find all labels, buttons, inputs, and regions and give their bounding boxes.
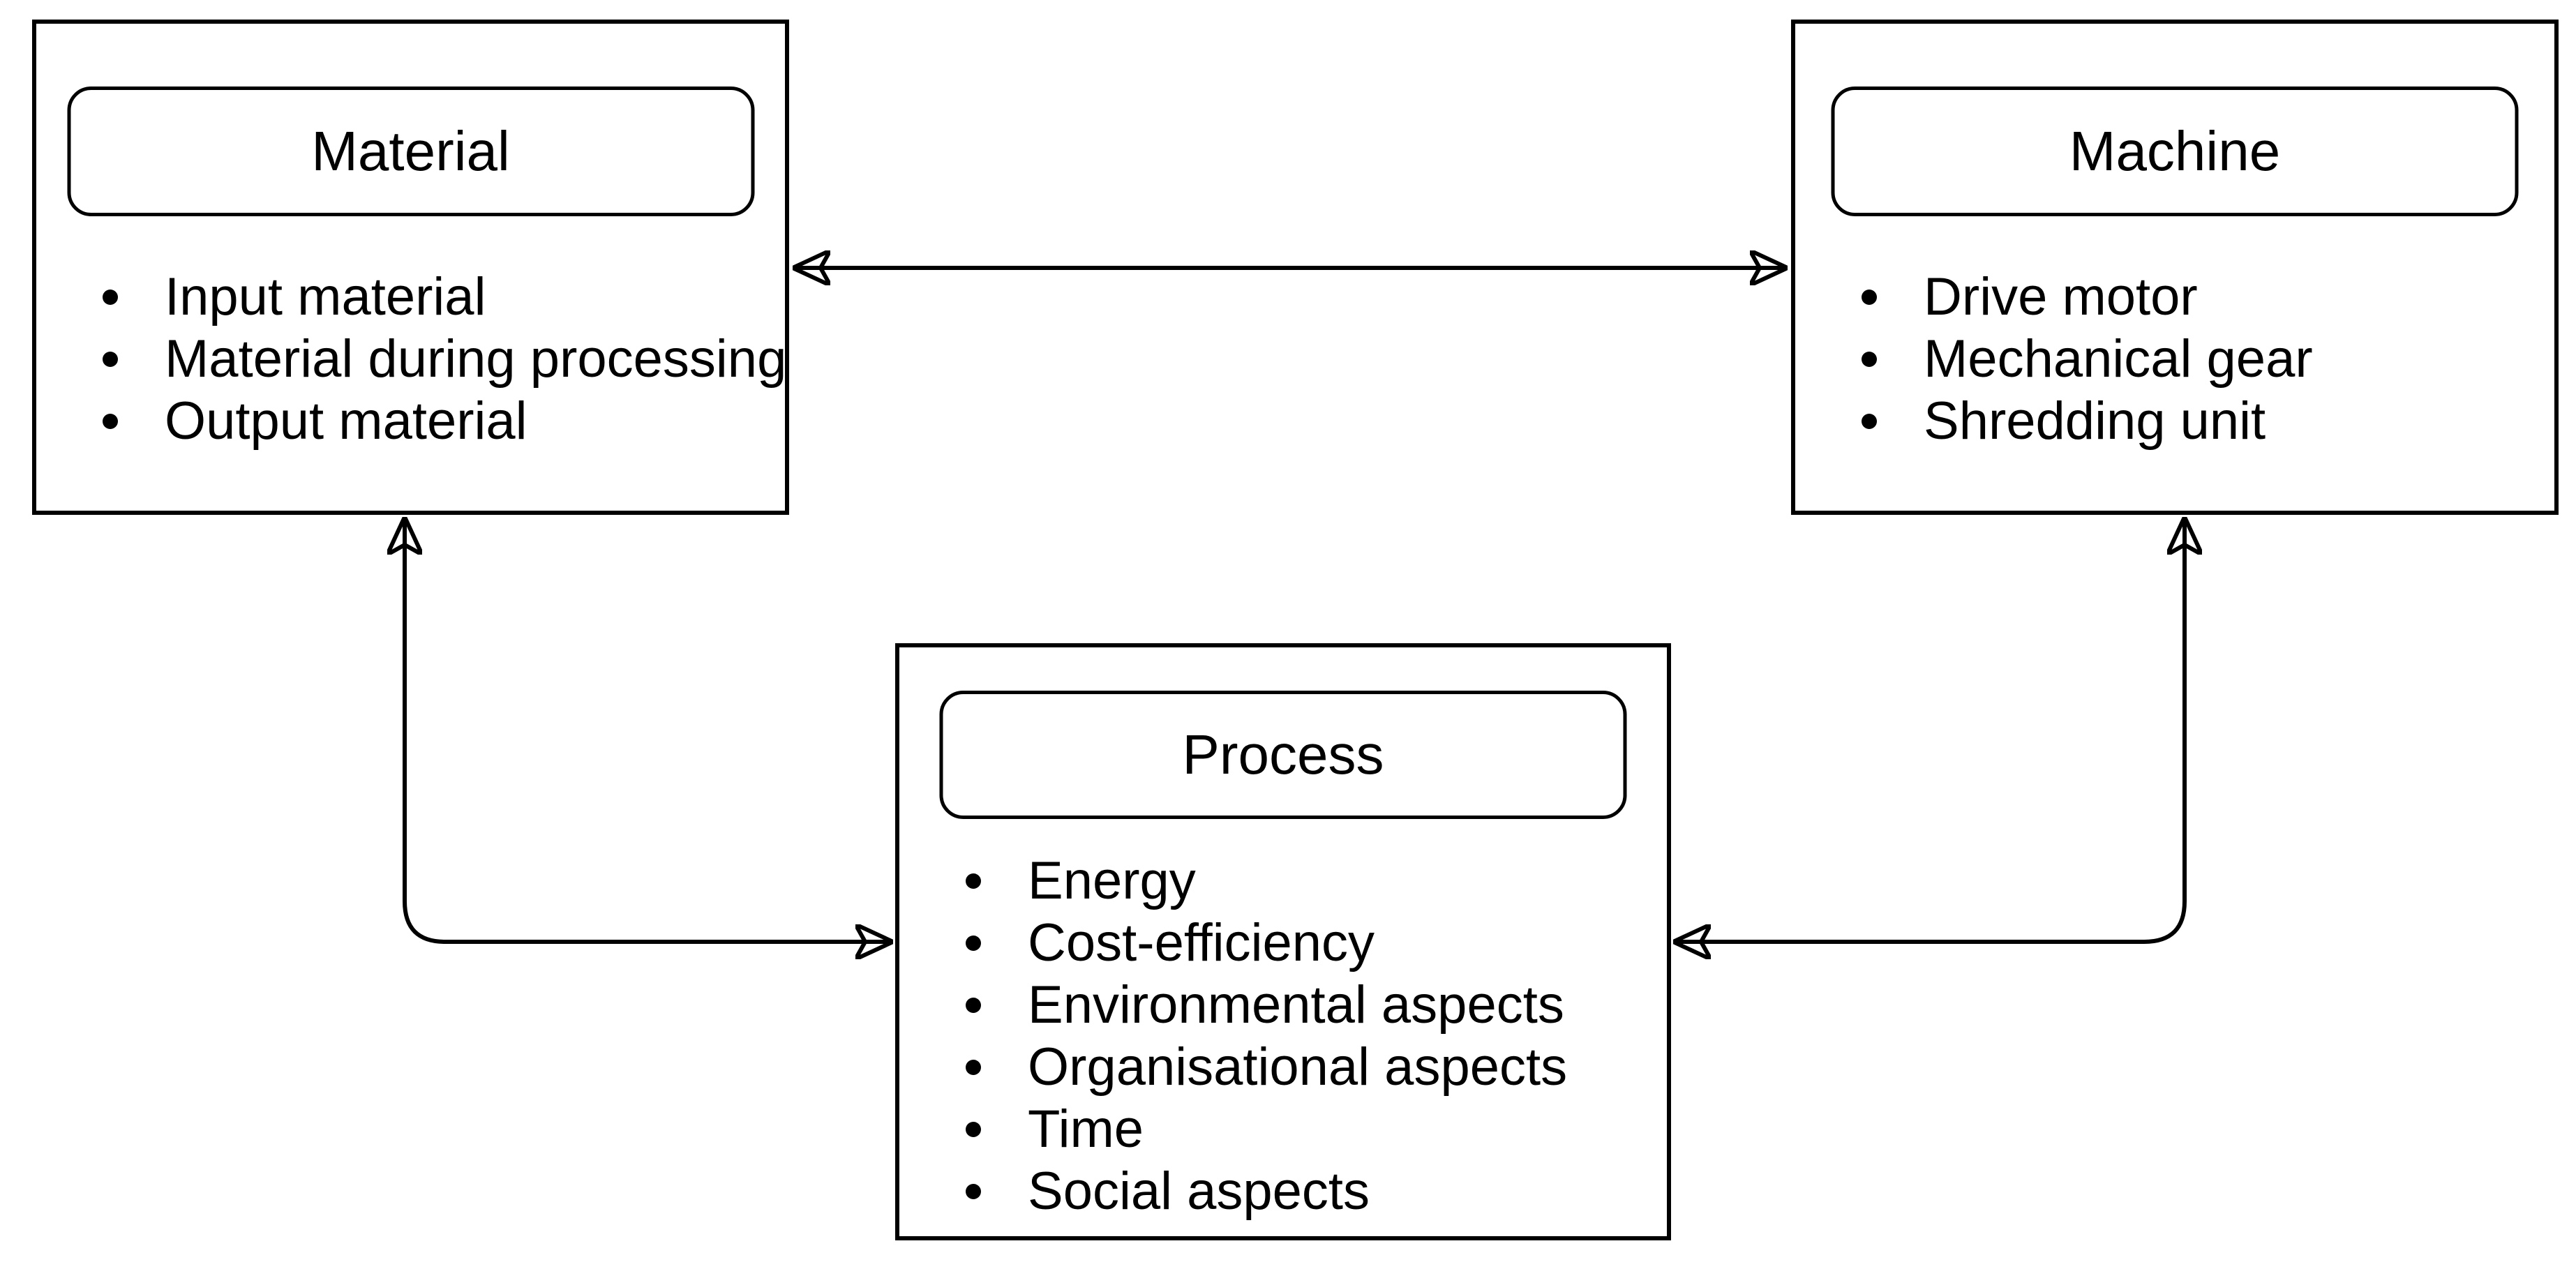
list-item: Organisational aspects bbox=[899, 1036, 1667, 1098]
list-item: Material during processing bbox=[36, 328, 786, 390]
list-item: Environmental aspects bbox=[899, 974, 1667, 1036]
process-title: Process bbox=[1182, 723, 1384, 786]
machine-bullet-list: Drive motor Mechanical gear Shredding un… bbox=[1795, 266, 2554, 452]
list-item: Drive motor bbox=[1795, 266, 2554, 328]
process-bullet-list: Energy Cost-efficiency Environmental asp… bbox=[899, 850, 1667, 1222]
material-title-plaque: Material bbox=[67, 87, 754, 216]
list-item: Social aspects bbox=[899, 1160, 1667, 1222]
list-item: Output material bbox=[36, 390, 785, 452]
material-box: Material Input material Material during … bbox=[32, 20, 789, 515]
machine-box: Machine Drive motor Mechanical gear Shre… bbox=[1791, 20, 2559, 515]
material-bullet-list: Input material Material during processin… bbox=[36, 266, 786, 452]
machine-title-plaque: Machine bbox=[1831, 87, 2519, 216]
process-title-plaque: Process bbox=[939, 691, 1627, 819]
list-item: Time bbox=[899, 1098, 1667, 1160]
arrow-process-machine bbox=[1674, 518, 2185, 942]
machine-title: Machine bbox=[2069, 120, 2281, 182]
list-item: Energy bbox=[899, 850, 1667, 912]
list-item: Input material bbox=[36, 266, 785, 328]
material-title: Material bbox=[311, 120, 510, 182]
list-item: Mechanical gear bbox=[1795, 328, 2554, 390]
list-item: Cost-efficiency bbox=[899, 912, 1667, 974]
arrow-process-material bbox=[405, 518, 892, 942]
process-box: Process Energy Cost-efficiency Environme… bbox=[895, 643, 1671, 1240]
list-item: Shredding unit bbox=[1795, 390, 2554, 452]
